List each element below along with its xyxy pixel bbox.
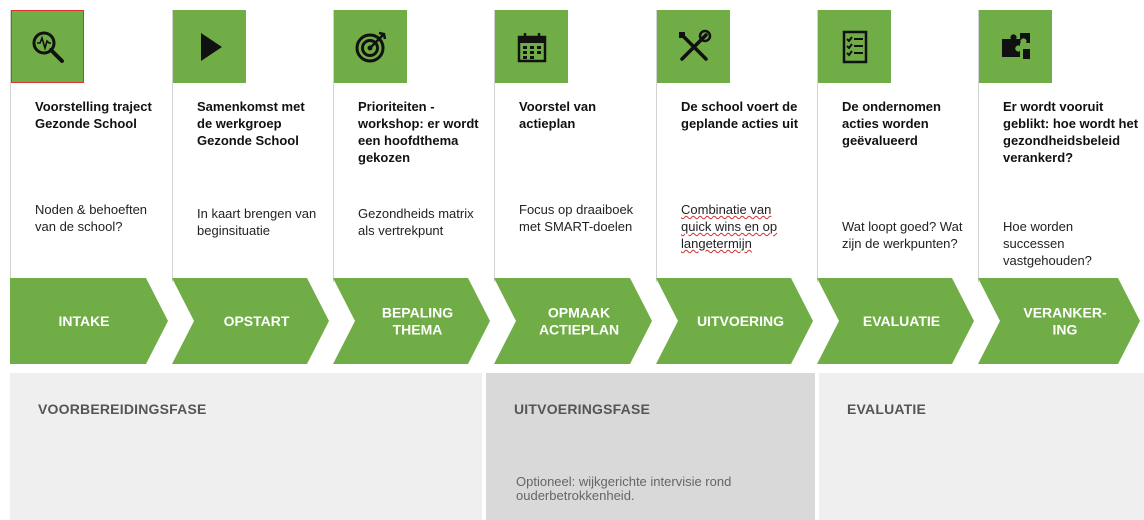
step-title: Prioriteiten - workshop: er wordt een ho…: [358, 99, 479, 165]
chevron-shape: [817, 278, 974, 364]
chevron-label: THEMA: [393, 322, 443, 338]
phase-voorbereiding: VOORBEREIDINGSFASE: [10, 373, 482, 520]
chevron-label: ING: [1053, 322, 1078, 338]
step-description: Focus op draaiboek met SMART-doelen: [519, 202, 634, 234]
step-title: Er wordt vooruit geblikt: hoe wordt het …: [1003, 99, 1139, 165]
step-description: Noden & behoeften van de school?: [35, 202, 148, 234]
chevron-label: EVALUATIE: [863, 313, 940, 329]
tools-icon: [657, 10, 730, 83]
step-description: Hoe worden successen vastgehouden?: [1003, 219, 1092, 268]
chevron-label: ACTIEPLAN: [539, 322, 619, 338]
chevron-label: BEPALING: [382, 305, 453, 321]
step-description: Wat loopt goed? Wat zijn de werkpunten?: [842, 219, 963, 251]
phase-evaluatie: EVALUATIE: [819, 373, 1144, 520]
chevron-label: INTAKE: [58, 313, 109, 329]
chevron-shape: [10, 278, 168, 364]
checklist-icon: [818, 10, 891, 83]
chevron-shape: [978, 278, 1140, 364]
step-title: De school voert de geplande acties uit: [681, 99, 799, 131]
step-title: Voorstel van actieplan: [519, 99, 597, 131]
step-verankering: Er wordt vooruit geblikt: hoe wordt het …: [978, 10, 1144, 282]
chevron-shape: [172, 278, 329, 364]
step-description: Gezondheids matrix als vertrekpunt: [358, 206, 474, 238]
step-opmaak-actieplan: Voorstel van actieplan Focus op draaiboe…: [494, 10, 647, 282]
play-icon: [173, 10, 246, 83]
step-uitvoering: De school voert de geplande acties uit C…: [656, 10, 809, 282]
step-intake: Voorstelling traject Gezonde School Node…: [10, 10, 163, 282]
chevron-label: OPSTART: [224, 313, 290, 329]
step-opstart: Samenkomst met de werkgroep Gezonde Scho…: [172, 10, 325, 282]
phase-note: Optioneel: wijkgerichte intervisie rond …: [516, 474, 732, 503]
step-evaluatie: De ondernomen acties worden geëvalueerd …: [817, 10, 970, 282]
chevron-shape: [494, 278, 652, 364]
phase-uitvoering: UITVOERINGSFASE Optioneel: wijkgerichte …: [486, 373, 815, 520]
phase-label: EVALUATIE: [847, 401, 927, 417]
chevron-shape: [656, 278, 813, 364]
chevron-shape: [333, 278, 490, 364]
step-description: Combinatie van quick wins en op langeter…: [681, 202, 778, 251]
step-title: De ondernomen acties worden geëvalueerd: [842, 99, 941, 148]
step-title: Samenkomst met de werkgroep Gezonde Scho…: [197, 99, 305, 148]
chevron-label: UITVOERING: [697, 313, 784, 329]
chevron-label: OPMAAK: [548, 305, 610, 321]
step-description: In kaart brengen van beginsituatie: [197, 206, 317, 238]
step-title: Voorstelling traject Gezonde School: [35, 99, 152, 131]
calendar-icon: [495, 10, 568, 83]
step-bepaling-thema: Prioriteiten - workshop: er wordt een ho…: [333, 10, 486, 282]
puzzle-icon: [979, 10, 1052, 83]
target-icon: [334, 10, 407, 83]
phase-label: VOORBEREIDINGSFASE: [38, 401, 207, 417]
chevron-label: VERANKER-: [1023, 305, 1107, 321]
magnifier-pulse-icon: [11, 10, 84, 83]
phase-label: UITVOERINGSFASE: [514, 401, 651, 417]
